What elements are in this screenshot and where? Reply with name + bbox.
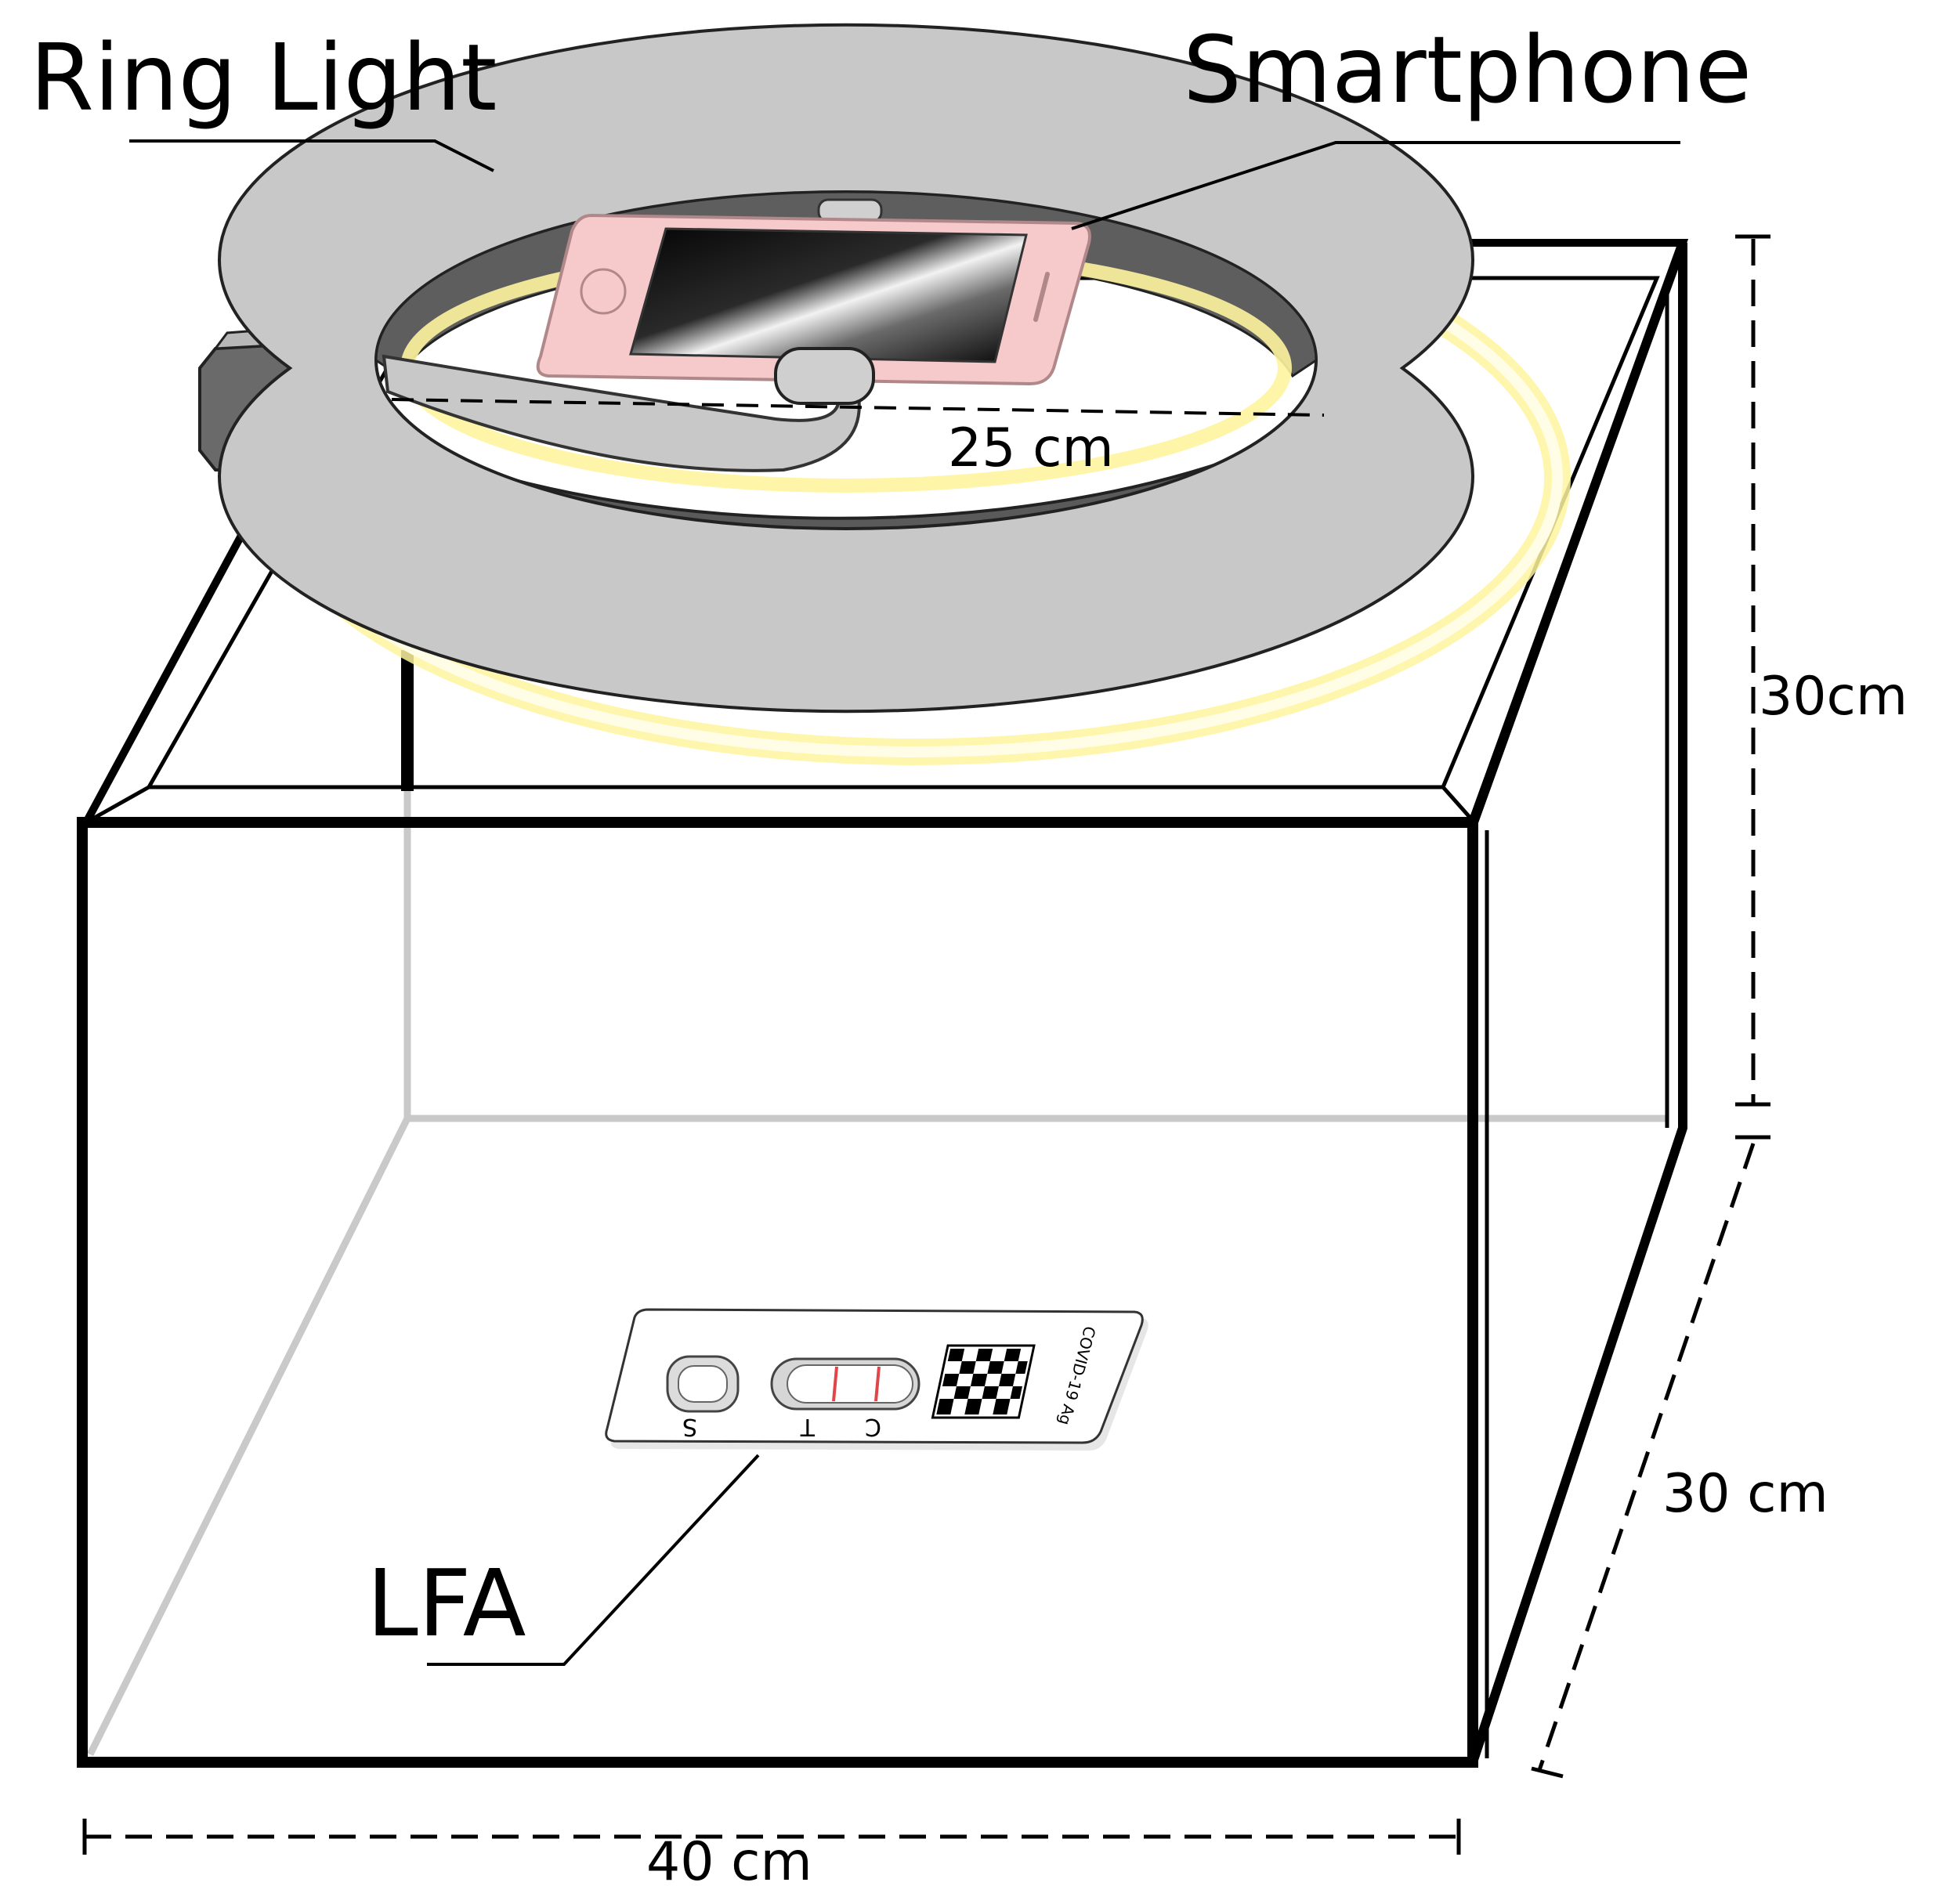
smartphone-leader bbox=[1071, 141, 1680, 230]
phone-home-button bbox=[580, 268, 627, 315]
lfa-qr-code bbox=[931, 1344, 1036, 1419]
width-dimension bbox=[82, 1819, 1461, 1855]
depth-dimension bbox=[1531, 1143, 1756, 1779]
phone-screen bbox=[629, 227, 1028, 363]
phone-speaker bbox=[1033, 272, 1050, 322]
ring-diameter-line bbox=[391, 398, 1325, 417]
box-front-face bbox=[77, 240, 1687, 1768]
ring-light-label: Ring Light bbox=[30, 23, 497, 132]
depth-label: 30 cm bbox=[1662, 1463, 1828, 1525]
lfa-test-line bbox=[832, 1366, 838, 1402]
ring-diameter-label: 25 cm bbox=[948, 417, 1114, 479]
lfa-sample-label: S bbox=[682, 1413, 697, 1440]
height-label: 30cm bbox=[1759, 666, 1908, 728]
smartphone-label: Smartphone bbox=[1183, 16, 1752, 124]
ring-light-leader bbox=[129, 139, 494, 172]
lfa-strip: S T C COVID-19 Ag bbox=[605, 1308, 1148, 1451]
height-dimension bbox=[1735, 234, 1770, 1140]
lfa-leader bbox=[427, 1454, 760, 1666]
box-back-edges bbox=[86, 674, 1669, 1757]
lfa-control-line bbox=[874, 1366, 881, 1402]
lfa-control-label: C bbox=[865, 1413, 881, 1440]
smartphone bbox=[536, 213, 1091, 386]
lfa-test-label: T bbox=[800, 1413, 816, 1440]
phone-bottom-clip bbox=[774, 347, 875, 405]
lfa-label: LFA bbox=[367, 1549, 526, 1657]
width-label: 40 cm bbox=[646, 1831, 812, 1893]
